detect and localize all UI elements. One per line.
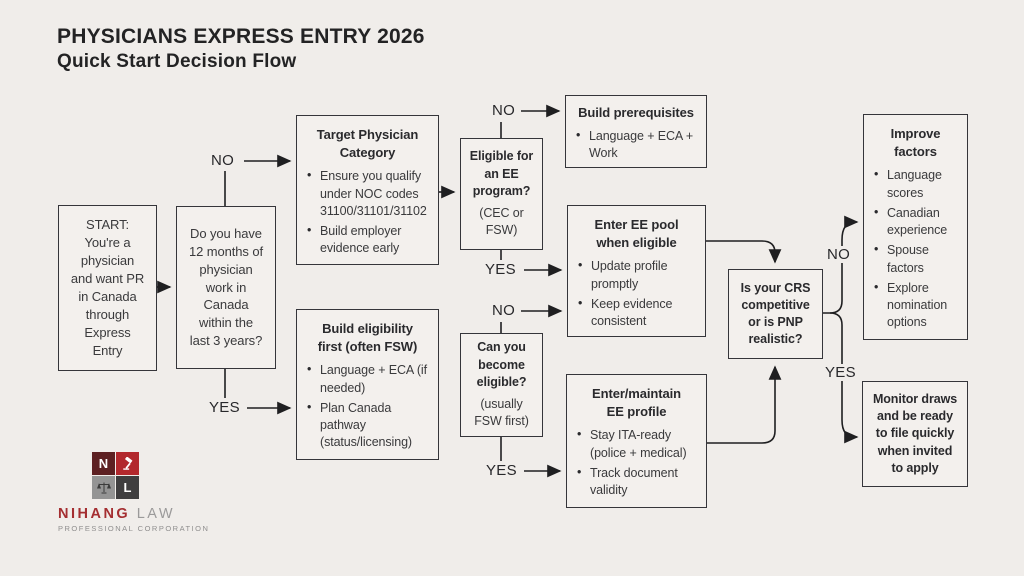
target-category-box: Target Physician Category Ensure you qua… xyxy=(296,115,439,265)
label-yes-work-question: YES xyxy=(209,399,240,416)
bullet-item: Update profile promptly xyxy=(578,257,701,293)
label-yes-eligible-question: YES xyxy=(485,261,516,278)
question-12-months-box: Do you have 12 months of physician work … xyxy=(176,206,276,369)
become-eligible-subtitle: (usually FSW first) xyxy=(474,397,529,429)
page-title-line2: Quick Start Decision Flow xyxy=(57,51,297,73)
label-yes-become-eligible: YES xyxy=(486,462,517,479)
bullet-item: Track document validity xyxy=(577,464,702,500)
become-eligible-box: Can you become eligible? (usually FSW fi… xyxy=(460,333,543,437)
label-no-work-question: NO xyxy=(211,152,235,169)
monitor-draws-box: Monitor draws and be ready to file quick… xyxy=(862,381,968,487)
enter-pool-box: Enter EE pool when eligible Update profi… xyxy=(567,205,706,337)
eligible-program-box: Eligible for an EE program? (CEC or FSW) xyxy=(460,138,543,250)
logo-letter-l: L xyxy=(116,476,139,499)
scales-icon xyxy=(92,476,115,499)
maintain-profile-bullets: Stay ITA-ready (police + medical) Track … xyxy=(567,426,706,500)
label-no-crs-question: NO xyxy=(824,246,854,263)
bullet-item: Language scores xyxy=(874,166,963,202)
start-box: START: You're a physician and want PR in… xyxy=(58,205,157,371)
target-category-bullets: Ensure you qualify under NOC codes 31100… xyxy=(297,167,438,258)
bullet-item: Canadian experience xyxy=(874,204,963,240)
nihang-law-logo: N L NIHANG xyxy=(58,452,210,533)
label-no-eligible-question: NO xyxy=(492,102,516,119)
page-title-line1: PHYSICIANS EXPRESS ENTRY 2026 xyxy=(57,25,425,48)
page-title: PHYSICIANS EXPRESS ENTRY 2026 Quick Star… xyxy=(57,24,425,74)
build-eligibility-title: Build eligibility first (often FSW) xyxy=(317,321,418,355)
improve-factors-title: Improve factors xyxy=(890,126,941,160)
bullet-item: Spouse factors xyxy=(874,241,963,277)
logo-letter-n: N xyxy=(92,452,115,475)
bullet-item: Explore nomination options xyxy=(874,279,963,332)
become-eligible-title: Can you become eligible? xyxy=(476,340,527,389)
build-prerequisites-bullets: Language + ECA + Work xyxy=(566,127,706,163)
bullet-item: Language + ECA + Work xyxy=(576,127,702,163)
logo-grid: N L xyxy=(92,452,170,499)
logo-name-primary: NIHANG xyxy=(58,506,131,522)
eligible-program-subtitle: (CEC or FSW) xyxy=(479,206,524,238)
improve-factors-bullets: Language scores Canadian experience Spou… xyxy=(864,166,967,332)
logo-name-secondary: LAW xyxy=(136,506,176,522)
label-yes-crs-question: YES xyxy=(822,364,859,381)
bullet-item: Build employer evidence early xyxy=(307,222,434,258)
build-eligibility-bullets: Language + ECA (if needed) Plan Canada p… xyxy=(297,361,438,452)
bullet-item: Stay ITA-ready (police + medical) xyxy=(577,426,702,462)
logo-subtitle: PROFESSIONAL CORPORATION xyxy=(58,524,210,533)
label-no-become-eligible: NO xyxy=(492,302,516,319)
gavel-icon xyxy=(116,452,139,475)
bullet-item: Language + ECA (if needed) xyxy=(307,361,434,397)
enter-pool-title: Enter EE pool when eligible xyxy=(594,217,679,251)
logo-name: NIHANG LAW xyxy=(58,506,173,522)
maintain-profile-box: Enter/maintain EE profile Stay ITA-ready… xyxy=(566,374,707,508)
bullet-item: Ensure you qualify under NOC codes 31100… xyxy=(307,167,434,220)
bullet-item: Keep evidence consistent xyxy=(578,295,701,331)
improve-factors-box: Improve factors Language scores Canadian… xyxy=(863,114,968,340)
target-category-title: Target Physician Category xyxy=(316,127,419,161)
maintain-profile-title: Enter/maintain EE profile xyxy=(592,386,681,420)
build-eligibility-box: Build eligibility first (often FSW) Lang… xyxy=(296,309,439,460)
bullet-item: Plan Canada pathway (status/licensing) xyxy=(307,399,434,452)
enter-pool-bullets: Update profile promptly Keep evidence co… xyxy=(568,257,705,331)
build-prerequisites-box: Build prerequisites Language + ECA + Wor… xyxy=(565,95,707,168)
crs-question-box: Is your CRS competitive or is PNP realis… xyxy=(728,269,823,359)
build-prerequisites-title: Build prerequisites xyxy=(578,105,694,120)
eligible-program-title: Eligible for an EE program? xyxy=(469,149,534,198)
